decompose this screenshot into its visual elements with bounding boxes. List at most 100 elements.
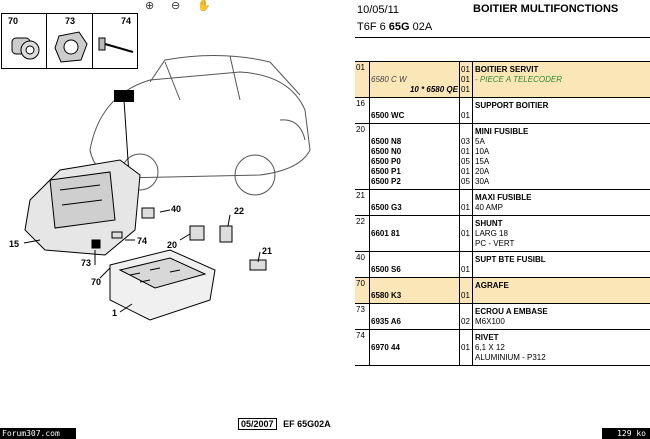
item-number: 40 (356, 253, 365, 262)
part-quantity: 01 (461, 265, 470, 274)
table-row[interactable]: 70 AGRAFE 6580 K3 01 (355, 278, 650, 304)
exploded-view-drawing (23, 54, 311, 321)
part-description: ECROU A EMBASE (475, 307, 548, 316)
item-number: 22 (356, 217, 365, 226)
part-description: AGRAFE (475, 281, 509, 290)
part-quantity: 05 (461, 157, 470, 166)
table-row[interactable]: 73 ECROU A EMBASE 6935 A6 02 M6X100 (355, 304, 650, 330)
part-reference: 6970 44 (371, 343, 400, 352)
part-reference: 6500 P0 (371, 157, 401, 166)
part-quantity: 01 (461, 85, 470, 94)
part-description: BOITIER SERVIT (475, 65, 539, 74)
part-description: 10A (475, 147, 490, 156)
part-reference: 6580 C W (371, 75, 407, 84)
clip-illustration (11, 37, 40, 60)
item-number: 74 (356, 331, 365, 340)
callout-74: 74 (137, 236, 148, 246)
part-quantity: 01 (461, 167, 470, 176)
inset-label-70: 70 (8, 16, 19, 26)
inset-cell-70: 70 (2, 14, 47, 68)
part-quantity: 01 (461, 65, 470, 74)
part-description: SHUNT (475, 219, 503, 228)
part-reference: 6500 S6 (371, 265, 401, 274)
part-description: - PIECE A TELECODER (475, 75, 562, 84)
zoom-out-icon[interactable]: ⊖ (171, 0, 181, 12)
small-parts-inset: 70 73 74 (1, 13, 138, 69)
part-quantity: 05 (461, 177, 470, 186)
part-reference: 6500 P2 (371, 177, 401, 186)
part-reference: 6935 A6 (371, 317, 401, 326)
table-row[interactable]: 40 SUPT BTE FUSIBL 6500 S6 01 (355, 252, 650, 278)
part-description: PC - VERT (475, 239, 515, 248)
diagram-code: EF 65G02A (283, 419, 331, 429)
header-divider (355, 37, 650, 38)
callout-40: 40 (171, 204, 182, 214)
box-location-marker (114, 90, 134, 102)
part-description: MAXI FUSIBLE (475, 193, 532, 202)
callout-21: 21 (262, 246, 273, 256)
viewer-toolbar: ⊕ ⊖ ✋ (145, 0, 217, 14)
item-number: 21 (356, 191, 365, 200)
part-quantity: 03 (461, 137, 470, 146)
part-quantity: 01 (461, 75, 470, 84)
part-description: 5A (475, 137, 485, 146)
part-description: SUPPORT BOITIER (475, 101, 549, 110)
part-description: RIVET (475, 333, 499, 342)
parts-diagram: ⊕ ⊖ ✋ 70 73 74 (1, 0, 311, 321)
table-row[interactable]: 20 MINI FUSIBLE 6500 N8 03 5A 6500 N0 01 10A 650… (355, 124, 650, 190)
part-quantity: 01 (461, 203, 470, 212)
item-number: 20 (356, 125, 365, 134)
edition-date: 05/2007 (238, 418, 277, 430)
part-quantity: 01 (461, 343, 470, 352)
part-reference: 6500 N8 (371, 137, 402, 146)
part-description: 15A (475, 157, 490, 166)
inset-label-73: 73 (65, 16, 76, 26)
inset-cell-74: 74 (93, 14, 138, 68)
item-number: 70 (356, 279, 365, 288)
item-number: 73 (356, 305, 365, 314)
part-reference: 6500 N0 (371, 147, 402, 156)
list-reference: T6F 6 65G 02A (357, 21, 433, 33)
part-description: 20A (475, 167, 490, 176)
zoom-in-icon[interactable]: ⊕ (145, 0, 155, 12)
part-quantity: 01 (461, 229, 470, 238)
part-description: SUPT BTE FUSIBL (475, 255, 546, 264)
file-size: 129 ko (602, 428, 650, 439)
part-quantity: 01 (461, 291, 470, 300)
table-row[interactable]: 21 MAXI FUSIBLE 6500 G3 01 40 AMP (355, 190, 650, 216)
part-quantity: 01 (461, 147, 470, 156)
part-reference: 6500 G3 (371, 203, 402, 212)
diagram-reference: 05/2007 EF 65G02A (238, 418, 331, 430)
nut-illustration (54, 31, 88, 63)
rivet-illustration (98, 37, 134, 53)
forum-watermark: Forum307.com (0, 428, 76, 439)
part-quantity: 02 (461, 317, 470, 326)
part-reference: 6580 K3 (371, 291, 402, 300)
part-reference: 6500 WC (371, 111, 405, 120)
callout-20: 20 (167, 240, 178, 250)
list-date: 10/05/11 (357, 4, 400, 16)
callout-1: 1 (112, 308, 118, 318)
part-description: M6X100 (475, 317, 505, 326)
callout-22: 22 (234, 206, 245, 216)
callout-15: 15 (9, 239, 20, 249)
part-description: 40 AMP (475, 203, 504, 212)
inset-cell-73: 73 (47, 14, 93, 68)
pan-icon[interactable]: ✋ (197, 0, 211, 12)
part-reference: 6500 P1 (371, 167, 401, 176)
callout-70: 70 (91, 277, 102, 287)
inset-label-74: 74 (121, 16, 132, 26)
list-title: BOITIER MULTIFONCTIONS (473, 3, 619, 15)
callout-73: 73 (81, 258, 92, 268)
part-description: ALUMINIUM - P312 (475, 353, 546, 362)
part-description: MINI FUSIBLE (475, 127, 529, 136)
item-number: 01 (356, 63, 365, 72)
item-number: 16 (356, 99, 365, 108)
part-description: 6,1 X 12 (475, 343, 505, 352)
part-description: LARG 18 (475, 229, 508, 238)
